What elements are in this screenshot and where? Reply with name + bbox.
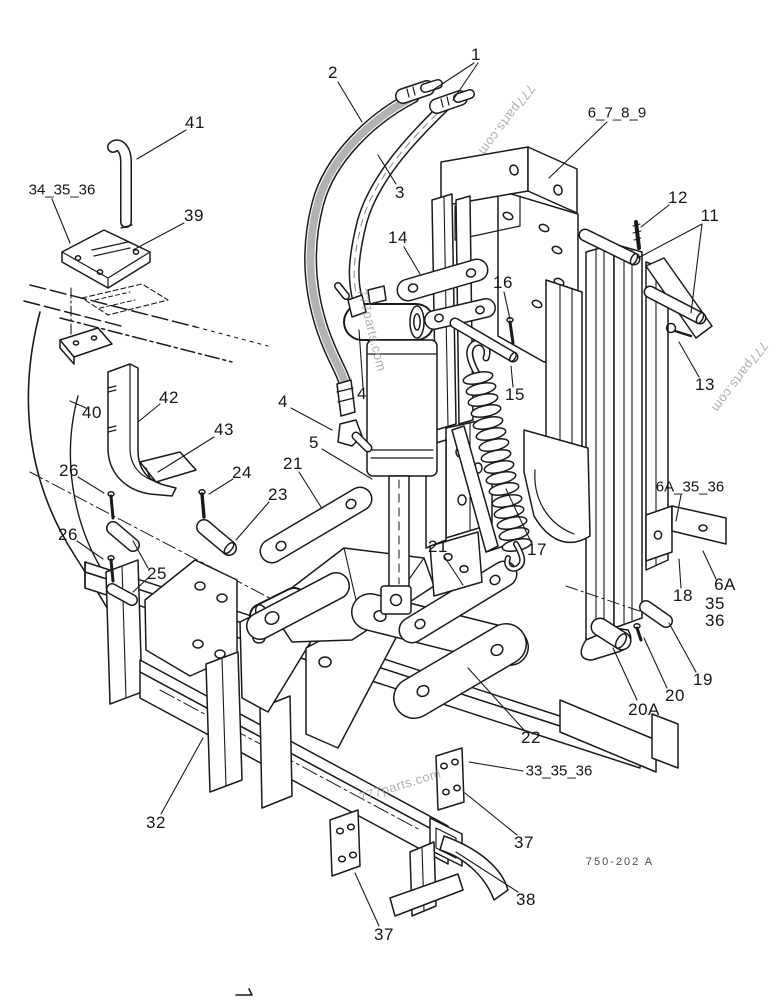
beam-mount-plates bbox=[105, 559, 238, 705]
callout-40: 40 bbox=[82, 403, 102, 422]
callout-3: 3 bbox=[395, 183, 405, 202]
callout-20: 20 bbox=[665, 686, 685, 705]
pin-15 bbox=[449, 317, 519, 363]
callout-4-right: 4 bbox=[357, 384, 367, 403]
callout-16: 16 bbox=[493, 273, 513, 292]
callout-32: 32 bbox=[146, 813, 166, 832]
roll-pin-23 bbox=[196, 519, 237, 556]
callout-43: 43 bbox=[214, 420, 234, 439]
roll-pin-19 bbox=[639, 600, 673, 628]
lower-arm-left bbox=[246, 572, 350, 640]
callout-15: 15 bbox=[505, 385, 525, 404]
callout-19: 19 bbox=[693, 670, 713, 689]
bolt-plate-37a bbox=[329, 809, 361, 877]
point-43 bbox=[139, 451, 197, 483]
link-21-right bbox=[398, 560, 518, 644]
link-14-lower bbox=[424, 298, 496, 330]
callout-26-upper: 26 bbox=[59, 461, 79, 480]
callout-13: 13 bbox=[695, 375, 715, 394]
callout-34-35-36: 34_35_36 bbox=[28, 181, 96, 199]
callout-11: 11 bbox=[700, 206, 720, 225]
shank-42 bbox=[107, 363, 197, 497]
callout-41: 41 bbox=[185, 113, 205, 132]
callout-37-lower: 37 bbox=[374, 925, 394, 944]
figure-reference-code: 750-202 A bbox=[585, 856, 655, 868]
elbow-fitting-on-hose bbox=[336, 379, 373, 453]
callout-14: 14 bbox=[388, 228, 408, 247]
callout-1: 1 bbox=[471, 45, 481, 64]
hook-pin bbox=[107, 139, 133, 229]
callout-5: 5 bbox=[309, 433, 319, 452]
bushing-20a bbox=[590, 617, 632, 651]
beam-stub-right bbox=[559, 699, 679, 773]
clamp-plate-lower bbox=[59, 327, 113, 365]
callout-2: 2 bbox=[328, 63, 338, 82]
pin-26-upper bbox=[107, 491, 115, 520]
callout-21-right: 21 bbox=[428, 537, 448, 556]
callout-35: 35 bbox=[705, 594, 725, 613]
callout-23: 23 bbox=[268, 485, 288, 504]
callout-42: 42 bbox=[159, 388, 179, 407]
stray-mark bbox=[235, 988, 253, 996]
spiral-pin-12 bbox=[632, 220, 642, 250]
pin-11-upper bbox=[578, 228, 641, 266]
link-21-left bbox=[259, 486, 373, 564]
callout-18: 18 bbox=[673, 586, 693, 605]
callout-26-lower: 26 bbox=[58, 525, 78, 544]
roll-pin-25-upper bbox=[106, 521, 140, 552]
top-clamp-plate bbox=[61, 229, 151, 289]
roll-pin-25-lower bbox=[106, 583, 138, 606]
mast-frame bbox=[425, 146, 713, 661]
hydraulic-hoses bbox=[304, 90, 452, 387]
extension-spring bbox=[462, 339, 533, 572]
callout-33-35-36: 33_35_36 bbox=[525, 762, 593, 780]
callout-6-7-8-9: 6_7_8_9 bbox=[587, 104, 647, 122]
callout-38: 38 bbox=[516, 890, 536, 909]
callout-6a-35-36: 6A_35_36 bbox=[655, 478, 725, 496]
bolt-plate-37b bbox=[435, 747, 465, 811]
pin-20 bbox=[633, 623, 643, 642]
pin-24 bbox=[198, 489, 206, 519]
callout-24: 24 bbox=[232, 463, 252, 482]
pin-26-lower bbox=[107, 555, 115, 583]
callout-6a: 6A bbox=[714, 575, 736, 594]
link-14-upper bbox=[396, 258, 489, 302]
callout-4-left: 4 bbox=[278, 392, 288, 411]
callout-39: 39 bbox=[184, 206, 204, 225]
callout-17: 17 bbox=[527, 540, 547, 559]
callout-21-left: 21 bbox=[283, 454, 303, 473]
hose-fittings bbox=[395, 79, 475, 114]
leader-lines bbox=[51, 62, 717, 927]
elbow-fitting-on-cylinder bbox=[334, 282, 367, 318]
callout-22: 22 bbox=[521, 728, 541, 747]
callout-37-upper: 37 bbox=[514, 833, 534, 852]
callout-25: 25 bbox=[147, 564, 167, 583]
link-22 bbox=[393, 623, 527, 719]
cotter-pin-13 bbox=[665, 322, 693, 338]
angle-bracket-6a bbox=[645, 505, 727, 562]
hydraulic-cylinder bbox=[343, 285, 438, 615]
skid-foot bbox=[389, 835, 509, 917]
callout-36: 36 bbox=[705, 611, 725, 630]
callout-20a: 20A bbox=[628, 700, 660, 719]
pin-11-lower bbox=[643, 285, 707, 325]
callout-12: 12 bbox=[668, 188, 688, 207]
beam-clamp-plates bbox=[205, 651, 293, 809]
